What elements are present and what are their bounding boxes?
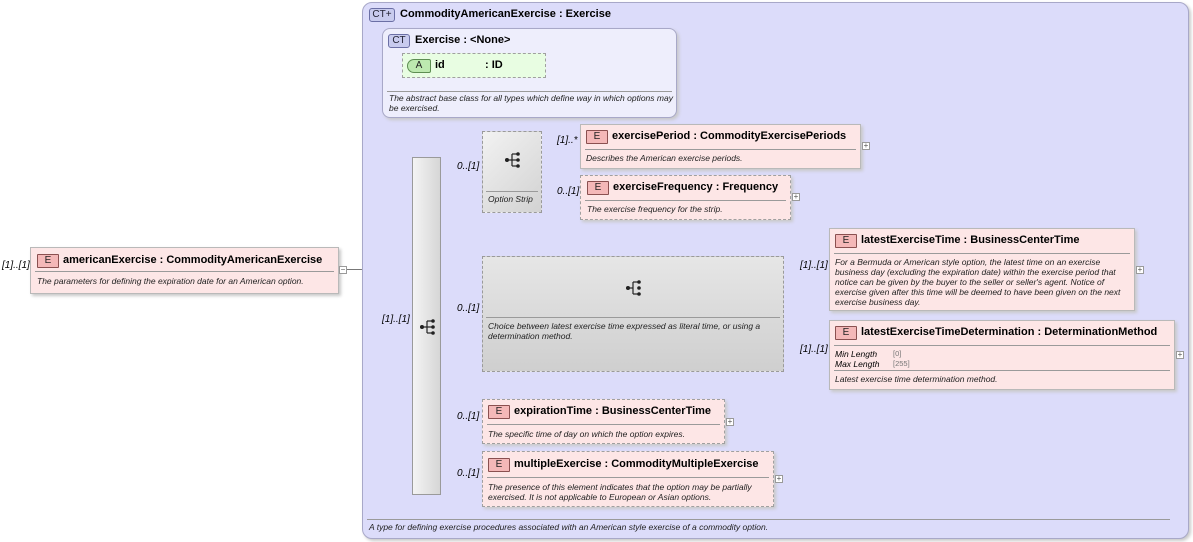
choice-icon bbox=[626, 280, 641, 296]
expiration-time-title: expirationTime : BusinessCenterTime bbox=[514, 405, 712, 417]
complex-type-title: CommodityAmericanExercise : Exercise bbox=[400, 8, 611, 20]
latest-exercise-time-description: For a Bermuda or American style option, … bbox=[835, 257, 1121, 307]
separator bbox=[486, 317, 780, 318]
choice-cardinality: 0..[1] bbox=[457, 303, 480, 314]
sequence-icon bbox=[420, 319, 435, 335]
separator bbox=[487, 477, 769, 478]
latest-exercise-time-element[interactable]: E latestExerciseTime : BusinessCenterTim… bbox=[829, 228, 1135, 311]
option-strip-label: Option Strip bbox=[488, 194, 533, 204]
multiple-exercise-title: multipleExercise : CommodityMultipleExer… bbox=[514, 458, 759, 470]
element-badge: E bbox=[37, 254, 59, 268]
expand-toggle[interactable]: + bbox=[1136, 265, 1144, 274]
expand-toggle[interactable]: + bbox=[792, 192, 800, 201]
separator bbox=[834, 345, 1170, 346]
facet-value: [255] bbox=[893, 359, 910, 368]
element-badge: E bbox=[488, 458, 510, 472]
collapse-toggle[interactable]: − bbox=[339, 265, 347, 274]
base-type-badge: CT bbox=[388, 34, 410, 48]
latest-exercise-time-determination-element[interactable]: E latestExerciseTimeDetermination : Dete… bbox=[829, 320, 1175, 390]
multiple-exercise-element[interactable]: E multipleExercise : CommodityMultipleEx… bbox=[482, 451, 774, 507]
facet-value: [0] bbox=[893, 349, 902, 358]
complex-type-badge: CT+ bbox=[369, 8, 395, 22]
element-badge: E bbox=[488, 405, 510, 419]
choice-group[interactable]: Choice between latest exercise time expr… bbox=[482, 256, 784, 372]
sequence-compositor[interactable] bbox=[412, 157, 441, 495]
expiration-time-cardinality: 0..[1] bbox=[457, 411, 480, 422]
element-badge: E bbox=[835, 234, 857, 248]
expiration-time-element[interactable]: E expirationTime : BusinessCenterTime Th… bbox=[482, 399, 725, 444]
exercise-period-cardinality: [1]..* bbox=[557, 135, 578, 146]
sequence-cardinality: [1]..[1] bbox=[382, 314, 410, 325]
facet-name: Min Length bbox=[835, 349, 878, 359]
separator bbox=[486, 191, 538, 192]
exercise-frequency-cardinality: 0..[1] bbox=[557, 186, 580, 197]
exercise-period-element[interactable]: E exercisePeriod : CommodityExercisePeri… bbox=[580, 124, 861, 169]
root-cardinality: [1]..[1] bbox=[2, 260, 30, 271]
root-element-title: americanExercise : CommodityAmericanExer… bbox=[63, 254, 323, 266]
base-type-title: Exercise : <None> bbox=[415, 34, 511, 46]
latest-exercise-time-title: latestExerciseTime : BusinessCenterTime bbox=[861, 234, 1080, 246]
separator bbox=[585, 200, 786, 201]
root-element-description: The parameters for defining the expirati… bbox=[37, 276, 304, 286]
expiration-time-description: The specific time of day on which the op… bbox=[488, 429, 686, 439]
latest-exercise-time-determination-cardinality: [1]..[1] bbox=[800, 344, 828, 355]
choice-description: Choice between latest exercise time expr… bbox=[488, 321, 761, 341]
expand-toggle[interactable]: + bbox=[726, 417, 734, 426]
element-badge: E bbox=[586, 130, 608, 144]
latest-exercise-time-determination-title: latestExerciseTimeDetermination : Determ… bbox=[861, 326, 1158, 338]
option-strip-cardinality: 0..[1] bbox=[457, 161, 480, 172]
separator bbox=[487, 424, 720, 425]
plus-icon: + bbox=[385, 9, 392, 20]
element-badge: E bbox=[587, 181, 609, 195]
exercise-frequency-element[interactable]: E exerciseFrequency : Frequency The exer… bbox=[580, 175, 791, 220]
root-element-box[interactable]: E americanExercise : CommodityAmericanEx… bbox=[30, 247, 339, 294]
facet-name: Max Length bbox=[835, 359, 880, 369]
latest-exercise-time-cardinality: [1]..[1] bbox=[800, 260, 828, 271]
latest-exercise-time-determination-description: Latest exercise time determination metho… bbox=[835, 374, 998, 384]
attribute-badge: A bbox=[407, 59, 431, 73]
element-badge: E bbox=[835, 326, 857, 340]
base-type-description: The abstract base class for all types wh… bbox=[389, 93, 673, 113]
exercise-period-description: Describes the American exercise periods. bbox=[586, 153, 743, 163]
expand-toggle[interactable]: + bbox=[1176, 350, 1184, 359]
attribute-name: id bbox=[435, 59, 445, 71]
exercise-frequency-title: exerciseFrequency : Frequency bbox=[613, 181, 779, 193]
separator bbox=[585, 149, 856, 150]
exercise-period-title: exercisePeriod : CommodityExercisePeriod… bbox=[612, 130, 847, 142]
multiple-exercise-cardinality: 0..[1] bbox=[457, 468, 480, 479]
attribute-type: : ID bbox=[485, 59, 503, 71]
separator bbox=[367, 519, 1170, 520]
separator bbox=[35, 271, 334, 272]
complex-type-description: A type for defining exercise procedures … bbox=[369, 522, 769, 532]
separator bbox=[834, 253, 1130, 254]
multiple-exercise-description: The presence of this element indicates t… bbox=[488, 482, 752, 502]
attribute-id-box[interactable]: A id : ID bbox=[402, 53, 546, 78]
connector bbox=[347, 269, 372, 270]
exercise-frequency-description: The exercise frequency for the strip. bbox=[587, 204, 723, 214]
option-strip-group[interactable]: Option Strip bbox=[482, 131, 542, 213]
sequence-icon bbox=[505, 152, 520, 168]
expand-toggle[interactable]: + bbox=[775, 474, 783, 483]
separator bbox=[834, 370, 1170, 371]
expand-toggle[interactable]: + bbox=[862, 141, 870, 150]
separator bbox=[387, 91, 672, 92]
